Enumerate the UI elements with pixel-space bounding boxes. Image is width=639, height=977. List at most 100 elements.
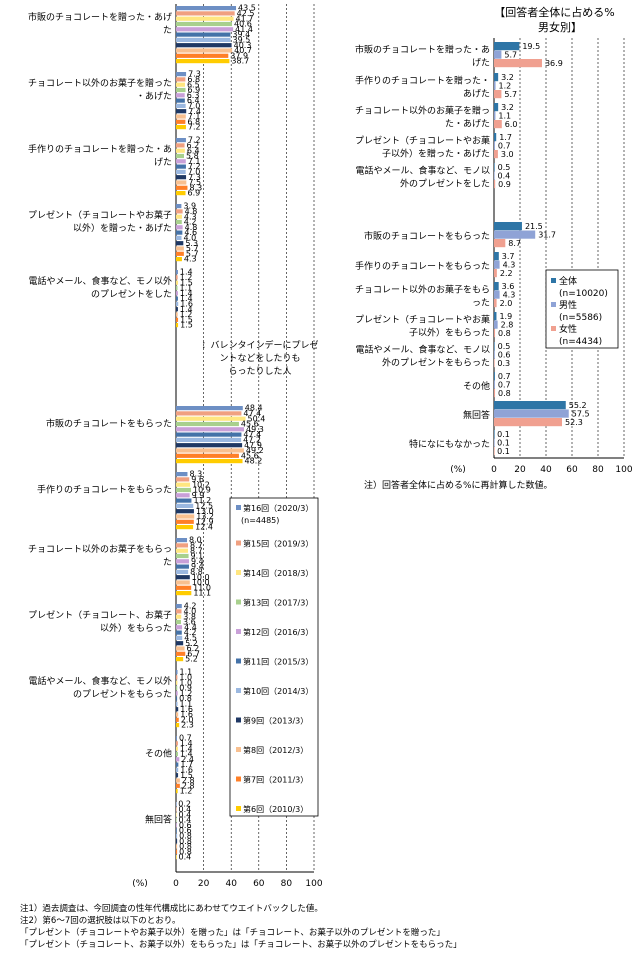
left-bar [176,11,235,16]
left-bar-value-label: 0.6 [179,821,192,830]
left-legend-swatch [236,688,241,693]
left-bar-value-label: 6.9 [188,189,201,198]
left-bar [176,185,188,190]
left-legend-label: 第13回（2017/3） [243,598,313,608]
right-chart-tick-label: 0 [491,465,497,475]
right-legend-sample: (n=10020) [559,289,608,299]
left-bar-value-label: 2.3 [181,721,194,730]
left-bar-value-label: 11.2 [193,496,211,505]
left-bar [176,82,185,87]
right-category-label: 手作りのチョコレートを贈った・ [355,75,490,87]
right-category-label: 外のプレゼントをもらった [382,357,490,369]
right-bar [494,50,502,59]
right-bar [494,438,495,447]
left-bar-value-label: 4.2 [184,218,197,227]
right-bar-value-label: 0.1 [497,439,510,448]
right-chart-note: 注）回答者全体に占める%に再計算した数値。 [364,479,553,491]
right-bar-value-label: 8.7 [508,239,521,248]
left-bar-value-label: 1.1 [180,284,193,293]
right-bar-value-label: 19.5 [522,42,540,51]
right-bar [494,81,496,90]
right-chart-tick-label: 80 [592,465,604,475]
left-bar-value-label: 1.4 [180,744,193,753]
left-bar-value-label: 5.2 [185,655,198,664]
left-bar-value-label: 1.5 [180,278,193,287]
left-bar-value-label: 47.9 [244,441,262,450]
left-bar [176,585,192,590]
left-bar-value-label: 1.6 [180,710,193,719]
left-bar [176,619,181,625]
left-bar-value-label: 3.8 [183,612,196,621]
left-bar [176,746,178,751]
left-bar-value-label: 8.0 [189,536,202,545]
right-chart-title: 【回答者全体に占める% [494,5,625,19]
footnote-3: 「プレゼント（チョコレートやお菓子以外）を贈った」は「チョコレート、お菓子以外の… [20,928,445,938]
right-bar [494,329,496,338]
footnote-2: 注2）第6～7回の選択肢は以下のとおり。 [20,916,181,926]
left-bar-value-label: 7.1 [188,157,201,166]
left-bar [176,153,185,159]
left-bar-value-label: 48.4 [245,404,263,413]
left-bar-value-label: 48.2 [245,457,263,466]
left-bar [176,72,187,77]
left-bar-value-label: 9.4 [191,562,204,571]
left-bar [176,209,183,214]
left-bar-value-label: 39.5 [233,36,251,45]
left-bar [176,823,177,828]
right-chart-tick-label: 40 [540,465,552,475]
left-legend-label: 第8回（2012/3） [243,745,308,755]
right-bar [494,389,496,398]
left-bar [176,317,179,322]
left-bar-value-label: 1.0 [179,678,192,687]
left-bar [176,312,178,317]
left-bar [176,125,186,130]
right-bar [494,350,495,359]
left-chart-unit-label: (%) [132,879,148,889]
left-bar-value-label: 3.9 [183,202,196,211]
left-bar [176,630,182,635]
left-bar [176,789,178,794]
left-bar [176,812,177,817]
left-category-label: のプレゼントをした [91,288,172,300]
left-bar-value-label: 4.5 [184,634,197,643]
left-bar [176,246,184,251]
left-bar-value-label: 12.4 [195,523,213,532]
right-bar-value-label: 1.7 [499,133,512,142]
left-bar-value-label: 4.3 [184,212,197,221]
left-legend-swatch [236,747,241,752]
left-bar-value-label: 0.6 [179,826,192,835]
left-legend-label: 第10回（2014/3） [243,686,313,696]
left-bar [176,839,178,844]
left-bar-value-label: 0.8 [179,847,192,856]
left-bar-value-label: 47.2 [243,436,261,445]
right-bar [494,239,506,248]
left-bar [176,487,192,493]
right-bar-value-label: 5.7 [504,90,517,99]
left-bar-value-label: 5.7 [186,244,199,253]
left-bar-value-label: 0.4 [179,853,192,862]
right-bar-value-label: 21.5 [525,222,543,231]
right-bar-value-label: 0.4 [498,172,511,181]
left-bar [176,741,178,746]
left-bar-value-label: 0.8 [179,842,192,851]
right-bar-value-label: 0.7 [498,381,511,390]
left-bar [176,802,177,807]
right-bar-value-label: 3.7 [502,252,515,261]
right-bar [494,447,495,456]
left-bar [176,503,194,508]
left-bar [176,675,178,680]
right-legend-sample: (n=4434) [559,337,602,347]
right-bar-value-label: 1.1 [498,112,511,121]
left-bar [176,564,189,569]
left-bar [176,323,179,328]
right-category-label: プレゼント（チョコレートやお菓 [355,135,490,147]
left-category-label: その他 [145,747,172,759]
left-bar-value-label: 12.5 [195,502,213,511]
left-bar [176,609,182,614]
left-bar [176,543,189,548]
left-bar-value-label: 1.4 [180,750,193,759]
left-bar-value-label: 8.3 [189,183,202,192]
right-bar [494,282,499,291]
left-bar [176,164,186,169]
